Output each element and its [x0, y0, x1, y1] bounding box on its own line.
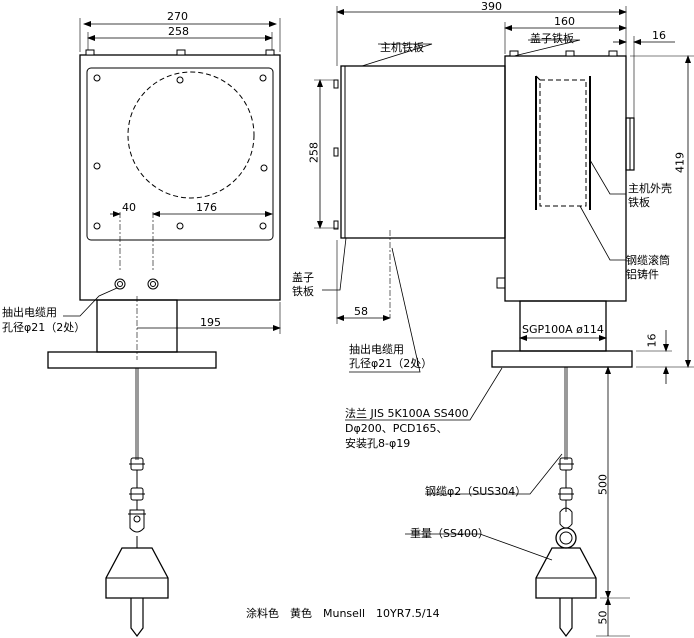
dim-258-side: 258	[307, 142, 321, 163]
front-view	[47, 18, 281, 637]
side-cable-hole-label-1: 抽出电缆用	[349, 343, 404, 356]
label-flange-2: Dφ200、PCD165、	[345, 422, 448, 435]
dim-270: 270	[167, 10, 188, 23]
front-cable-hole-label-2: 孔径φ21（2处）	[2, 321, 86, 334]
front-cable-gland-left	[114, 278, 126, 290]
side-eye-ring	[555, 527, 577, 549]
dim-160: 160	[554, 15, 575, 28]
front-drum-hidden-circle	[127, 71, 255, 199]
front-weight	[105, 547, 169, 599]
dim-195: 195	[200, 316, 221, 329]
front-cover-plate	[86, 67, 274, 241]
paint-note: 涂料色 黄色 Munsell 10YR7.5/14	[246, 607, 440, 620]
label-cover-plate-left-2: 铁板	[292, 285, 314, 298]
label-outer-plate-2: 铁板	[628, 196, 650, 209]
front-housing	[79, 54, 281, 301]
dim-16-flange: 16	[645, 333, 659, 348]
side-flange	[491, 350, 633, 368]
label-flange-1: 法兰 JIS 5K100A SS400	[345, 407, 469, 420]
front-cable-hole-label-1: 抽出电缆用	[2, 306, 57, 319]
label-outer-plate-1: 主机外壳	[628, 182, 672, 195]
dim-16-top: 16	[652, 29, 666, 42]
label-pipe: SGP100A ø114	[522, 323, 604, 336]
dim-419: 419	[673, 152, 687, 173]
front-bolts	[93, 74, 268, 230]
label-weight: 重量（SS400）	[410, 527, 489, 540]
side-view	[314, 6, 694, 637]
side-cable-hole-label-2: 孔径φ21（2处）	[349, 357, 433, 370]
label-cable: 钢缆φ2（SUS304）	[425, 485, 527, 498]
label-cover-plate-top: 盖子铁板	[530, 32, 574, 45]
dim-390: 390	[481, 0, 502, 13]
side-housing	[504, 55, 627, 302]
side-cover-cylinder	[340, 65, 506, 239]
side-drum-hidden	[539, 79, 587, 207]
dim-258-front: 258	[168, 25, 189, 38]
label-drum-1: 钢缆滚筒	[626, 254, 670, 267]
front-flange	[47, 351, 217, 369]
front-cable-gland-right	[147, 278, 159, 290]
side-weight	[535, 547, 597, 599]
label-main-plate: 主机铁板	[380, 41, 424, 54]
dim-58: 58	[354, 305, 368, 318]
dim-176: 176	[196, 201, 217, 214]
label-flange-3: 安装孔8-φ19	[345, 437, 411, 450]
label-cover-plate-left-1: 盖子	[292, 271, 314, 284]
dim-50: 50	[596, 610, 610, 625]
label-drum-2: 铝铸件	[626, 268, 659, 281]
dim-500: 500	[596, 474, 610, 495]
dim-40: 40	[122, 201, 136, 214]
